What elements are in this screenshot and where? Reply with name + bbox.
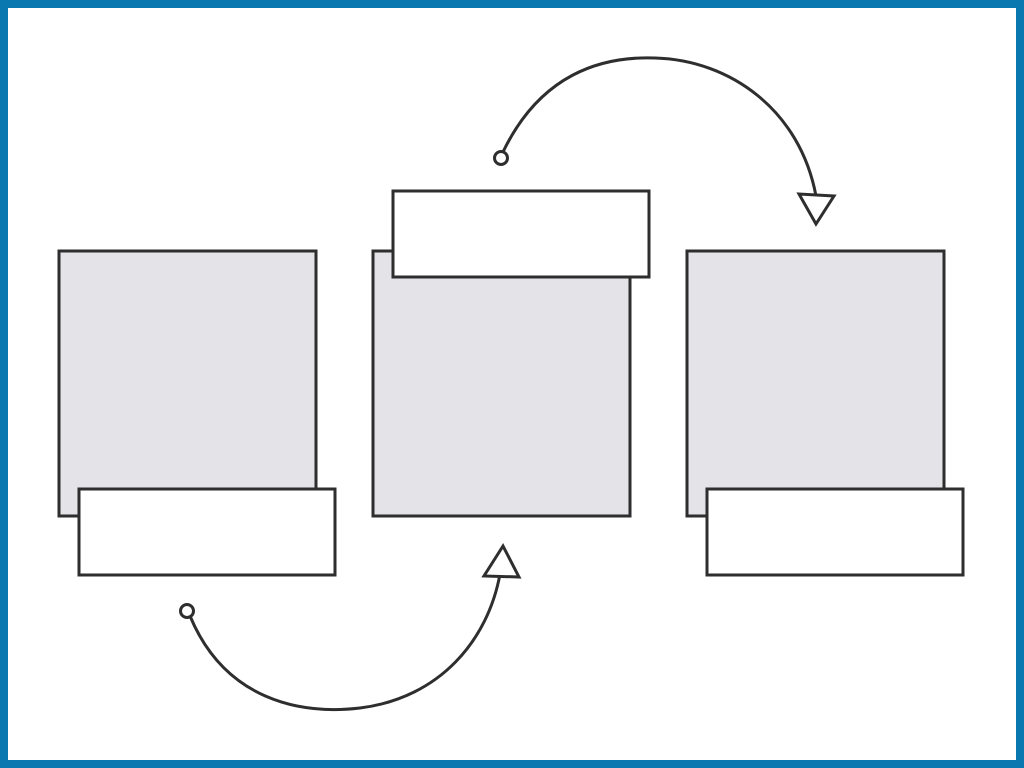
step-3-panel	[685, 249, 946, 518]
connector-1-to-2	[179, 542, 522, 712]
step-2-label-box	[391, 189, 651, 279]
step-3	[685, 249, 965, 577]
connector-2-start-dot	[493, 150, 509, 166]
connector-2-to-3	[493, 56, 837, 227]
connector-2-curve	[501, 56, 818, 198]
step-2	[371, 189, 651, 518]
connector-1-start-dot	[179, 603, 195, 619]
connector-1-arrowhead	[481, 542, 522, 579]
step-1-panel	[57, 249, 318, 518]
step-1-label-box	[77, 487, 337, 577]
step-3-label-box	[705, 487, 965, 577]
connector-1-curve	[188, 572, 502, 712]
step-2-panel	[371, 249, 632, 518]
step-1	[57, 249, 337, 577]
connector-2-arrowhead	[796, 192, 837, 227]
